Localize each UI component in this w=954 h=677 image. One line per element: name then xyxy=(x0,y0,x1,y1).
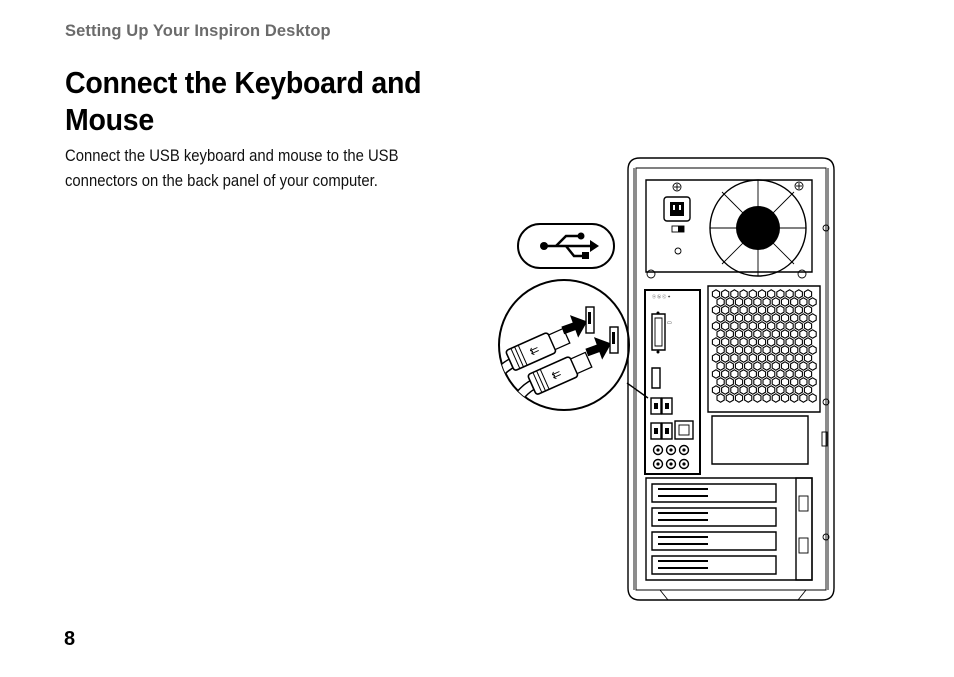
page-title-line-1: Connect the Keyboard and xyxy=(65,65,422,100)
fan-icon xyxy=(709,179,807,277)
page-title-line-2: Mouse xyxy=(65,102,154,137)
svg-text:▭: ▭ xyxy=(667,320,672,326)
insert-arrow-icon xyxy=(585,337,612,360)
usb-icon xyxy=(517,223,615,269)
callout-leader-line xyxy=(626,382,649,399)
svg-text:⇇: ⇇ xyxy=(528,344,541,359)
running-head: Setting Up Your Inspiron Desktop xyxy=(65,22,331,40)
usb-connection-detail: ⇇ ⇇ xyxy=(498,279,630,411)
computer-back-panel-illustration: ⓐ ⓑ ⓒ ✦ ▭ xyxy=(498,157,835,601)
instruction-line-2: connectors on the back panel of your com… xyxy=(65,172,378,190)
insert-arrow-icon xyxy=(561,315,588,338)
svg-text:ⓐ ⓑ ⓒ ✦: ⓐ ⓑ ⓒ ✦ xyxy=(652,293,671,299)
power-supply xyxy=(645,179,813,279)
instruction-line-1: Connect the USB keyboard and mouse to th… xyxy=(65,147,399,165)
expansion-slots xyxy=(645,477,813,581)
vent-grille xyxy=(707,285,821,465)
page-number: 8 xyxy=(64,628,76,650)
svg-text:⇇: ⇇ xyxy=(550,368,563,383)
chassis xyxy=(627,157,835,601)
power-socket-icon xyxy=(663,196,691,222)
io-panel: ⓐ ⓑ ⓒ ✦ ▭ xyxy=(644,289,701,475)
instruction-paragraph: Connect the USB keyboard and mouse to th… xyxy=(65,144,443,194)
page-title: Connect the Keyboard and Mouse xyxy=(65,64,451,138)
